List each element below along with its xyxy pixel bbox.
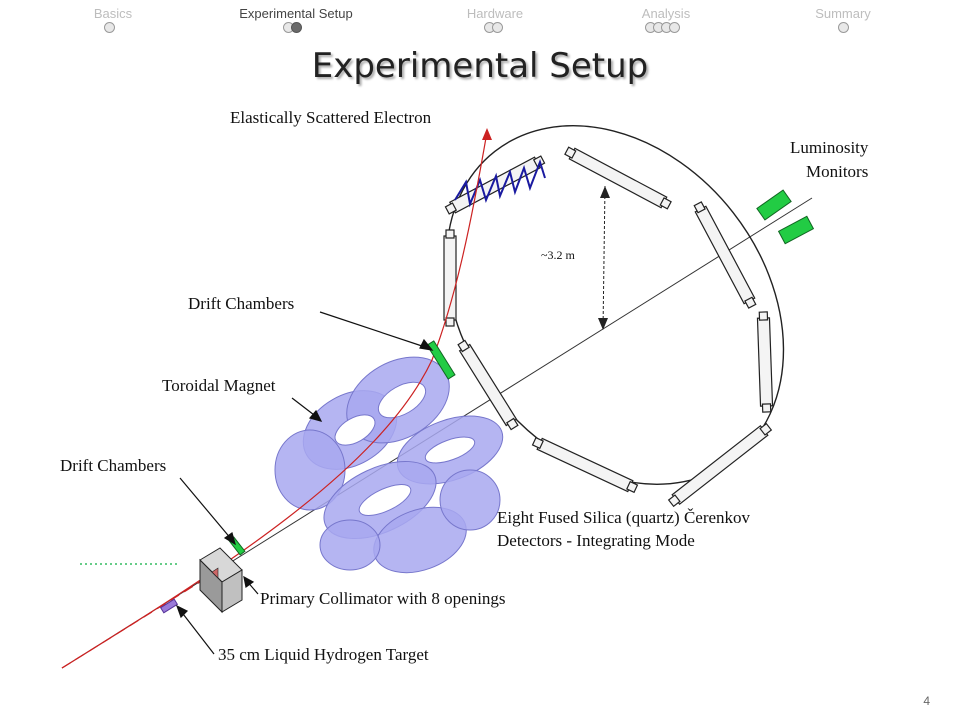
nav-progress-dots-analysis[interactable] — [645, 22, 680, 33]
nav-label: Basics — [93, 6, 133, 21]
label-luminosity-line1: Luminosity — [790, 138, 869, 157]
luminosity-monitor — [777, 215, 815, 245]
label-drift-chambers-lower: Drift Chambers — [60, 456, 167, 475]
progress-dot[interactable] — [104, 22, 115, 33]
nav-label: Experimental Setup — [239, 6, 353, 21]
cerenkov-detector-bar — [457, 339, 519, 431]
callout-arrows — [175, 311, 434, 655]
page-number: 4 — [923, 694, 930, 708]
nav-label: Summary — [815, 6, 871, 21]
primary-collimator — [199, 547, 243, 614]
progress-dot[interactable] — [492, 22, 503, 33]
dimension-arrowhead-top — [600, 186, 610, 198]
label-toroidal-magnet: Toroidal Magnet — [162, 376, 276, 395]
nav-item-analysis[interactable]: Analysis — [636, 6, 696, 21]
progress-dot[interactable] — [669, 22, 680, 33]
slide-title: Experimental Setup — [311, 46, 649, 86]
label-scattered-electron: Elastically Scattered Electron — [230, 108, 432, 127]
nav-progress-dots-experimental-setup[interactable] — [283, 22, 302, 33]
nav-item-hardware[interactable]: Hardware — [462, 6, 528, 21]
magnet-holes — [334, 381, 476, 516]
nav-label: Hardware — [466, 6, 524, 21]
cerenkov-detector-bar — [443, 229, 457, 327]
hydrogen-target — [159, 598, 179, 614]
nav-item-summary[interactable]: Summary — [810, 6, 876, 21]
label-cerenkov-line2: Detectors - Integrating Mode — [497, 531, 695, 550]
spring-coil — [454, 158, 546, 208]
progress-dot[interactable] — [838, 22, 849, 33]
cerenkov-detector-bar — [756, 311, 774, 413]
cerenkov-detector-bar — [564, 146, 672, 210]
cerenkov-detector-bar — [693, 201, 757, 309]
drift-chamber-upper — [426, 340, 456, 380]
electron-arrowhead — [482, 128, 492, 140]
nav-label: Analysis — [641, 6, 691, 21]
label-luminosity-line2: Monitors — [806, 162, 869, 181]
nav-item-basics[interactable]: Basics — [88, 6, 138, 21]
cerenkov-detector-bar — [531, 436, 639, 494]
luminosity-monitor — [756, 189, 792, 221]
electron-trajectory — [61, 131, 488, 669]
label-drift-chambers-upper: Drift Chambers — [188, 294, 295, 313]
section-nav: Basics Experimental Setup Hardware Analy… — [0, 0, 960, 40]
label-target: 35 cm Liquid Hydrogen Target — [218, 645, 429, 664]
nav-progress-dots-hardware[interactable] — [484, 22, 503, 33]
label-collimator: Primary Collimator with 8 openings — [260, 589, 506, 608]
dimension-arrow — [602, 185, 606, 331]
nav-progress-dots-summary[interactable] — [838, 22, 849, 33]
dimension-arrowhead-bottom — [598, 318, 608, 330]
label-dimension: ~3.2 m — [541, 248, 575, 262]
cerenkov-detector-bar — [667, 422, 773, 508]
nav-item-experimental-setup[interactable]: Experimental Setup — [230, 6, 362, 21]
progress-dot[interactable] — [291, 22, 302, 33]
nav-progress-dots-basics[interactable] — [104, 22, 115, 33]
cerenkov-detectors — [443, 146, 774, 508]
label-cerenkov-line1: Eight Fused Silica (quartz) Čerenkov — [497, 508, 751, 527]
